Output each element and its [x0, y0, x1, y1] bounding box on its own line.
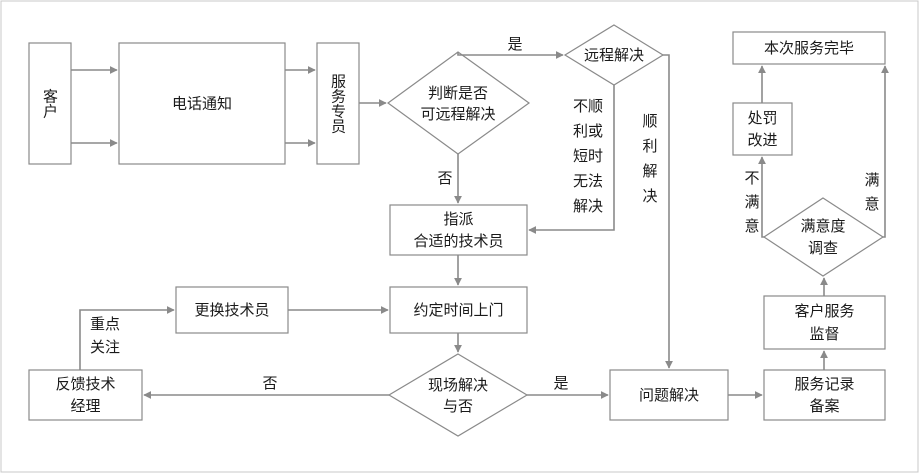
node-judge-remote-label: 判断是否 [428, 84, 488, 102]
label-not-smooth: 短时 [573, 147, 603, 165]
label-yes-onsite: 是 [553, 374, 568, 392]
node-service-record-label: 服务记录 [794, 375, 854, 393]
node-satisfaction-survey-label: 调查 [808, 239, 838, 257]
arrow-judge-remote [457, 51, 564, 59]
node-assign-tech: 指派 合适的技术员 [389, 204, 528, 256]
node-problem-solved: 问题解决 [609, 369, 729, 421]
node-service-supervision: 客户服务 监督 [763, 295, 886, 350]
label-satisfied: 意 [864, 195, 879, 213]
label-yes-remote: 是 [507, 35, 522, 53]
node-penalty-improve: 处罚 改进 [732, 102, 793, 156]
label-not-smooth: 利或 [573, 122, 603, 140]
node-penalty-improve-label: 处罚 [747, 109, 777, 127]
node-assign-tech-label: 指派 [443, 210, 473, 228]
node-service-staff-label: 服务专员 [329, 74, 347, 134]
arrow-survey-complete [881, 65, 889, 238]
label-no-onsite: 否 [262, 374, 277, 392]
arrow-feedback-replace [79, 306, 175, 370]
label-smooth: 解 [642, 162, 657, 180]
arrow-remote-problem [663, 54, 673, 369]
label-not-smooth: 不顺 [573, 97, 603, 115]
label-smooth: 顺 [642, 112, 657, 130]
node-penalty-improve-label: 改进 [747, 131, 777, 149]
node-phone-notice: 电话通知 [118, 42, 286, 165]
node-replace-tech-label: 更换技术员 [194, 301, 269, 319]
node-service-supervision-label: 客户服务 [794, 302, 854, 320]
label-smooth: 决 [642, 187, 657, 205]
label-unsatisfied: 不 [744, 169, 759, 187]
arrow-remote-assign [528, 85, 615, 234]
node-satisfaction-survey: 满意度 调查 [762, 197, 885, 277]
arrow-survey-penalty [758, 156, 766, 238]
node-onsite-solved-label: 现场解决 [428, 376, 488, 394]
node-phone-notice-label: 电话通知 [172, 95, 232, 113]
node-judge-remote-label: 可远程解决 [420, 105, 495, 123]
label-satisfied: 满 [864, 171, 879, 189]
node-feedback-manager-label: 反馈技术 [55, 375, 115, 393]
node-onsite-solved-label: 与否 [443, 397, 473, 415]
node-feedback-manager: 反馈技术 经理 [28, 369, 143, 421]
node-schedule-visit-label: 约定时间上门 [413, 301, 503, 319]
node-remote-solve: 远程解决 [563, 24, 665, 86]
node-feedback-manager-label: 经理 [70, 397, 100, 415]
label-no-remote: 否 [437, 169, 452, 187]
label-unsatisfied: 满 [744, 193, 759, 211]
node-service-record: 服务记录 备案 [763, 369, 886, 421]
node-service-complete-label: 本次服务完毕 [764, 39, 854, 57]
label-not-smooth: 解决 [573, 197, 603, 215]
label-focus: 重点 [90, 315, 120, 333]
node-judge-remote: 判断是否 可远程解决 [386, 51, 531, 155]
node-schedule-visit: 约定时间上门 [389, 286, 528, 334]
node-service-complete: 本次服务完毕 [732, 31, 886, 65]
node-service-supervision-label: 监督 [809, 325, 839, 343]
node-satisfaction-survey-label: 满意度 [800, 217, 845, 235]
label-smooth: 利 [642, 137, 657, 155]
node-remote-solve-label: 远程解决 [584, 46, 644, 64]
label-focus: 关注 [90, 338, 120, 356]
node-service-record-label: 备案 [809, 397, 839, 415]
node-onsite-solved: 现场解决 与否 [387, 353, 529, 437]
node-customer-label: 客户 [41, 89, 59, 119]
node-service-staff: 服务专员 [316, 42, 360, 165]
node-problem-solved-label: 问题解决 [639, 386, 699, 404]
node-assign-tech-label: 合适的技术员 [413, 232, 503, 250]
label-unsatisfied: 意 [744, 217, 759, 235]
label-not-smooth: 无法 [573, 172, 603, 190]
node-customer: 客户 [28, 42, 72, 165]
node-replace-tech: 更换技术员 [175, 286, 289, 334]
